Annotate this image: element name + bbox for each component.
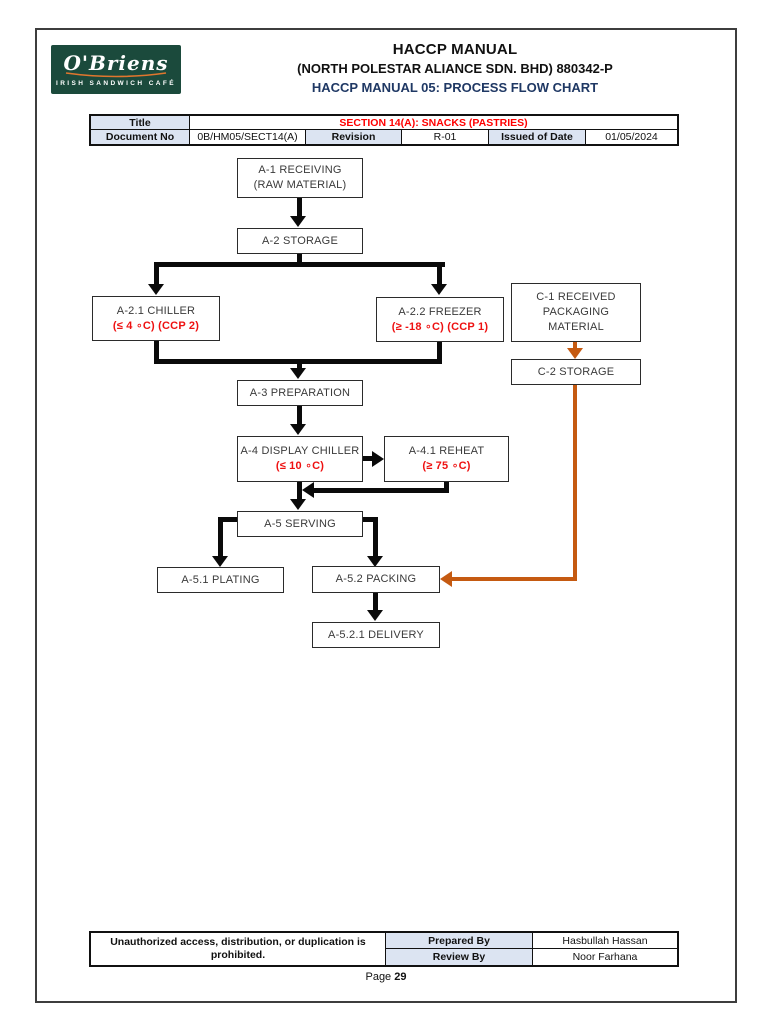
node-a52-packing: A-5.2 PACKING: [312, 566, 440, 593]
flow-line: [437, 342, 442, 364]
node-a3-preparation: A-3 PREPARATION: [237, 380, 363, 406]
review-by-label-cell: Review By: [386, 949, 533, 965]
header-block: HACCP MANUAL (NORTH POLESTAR ALIANCE SDN…: [190, 41, 720, 95]
node-a4-display-chiller: A-4 DISPLAY CHILLER (≤ 10 ∘C): [237, 436, 363, 482]
issued-date-label-cell: Issued of Date: [489, 130, 586, 144]
page-label: Page: [365, 971, 392, 983]
node-label: C-1 RECEIVED: [536, 291, 616, 303]
node-label: MATERIAL: [548, 321, 604, 333]
arrow-down-icon: [367, 556, 383, 567]
document-no-value-cell: 0B/HM05/SECT14(A): [190, 130, 306, 144]
logo-tagline: IRISH SANDWICH CAFÉ: [56, 80, 176, 87]
arrow-down-icon: [212, 556, 228, 567]
node-a21-chiller: A-2.1 CHILLER (≤ 4 ∘C) (CCP 2): [92, 296, 220, 341]
node-label: A-5.2 PACKING: [335, 573, 417, 585]
issued-date-value-cell: 01/05/2024: [605, 131, 658, 143]
arrow-down-icon: [148, 284, 164, 295]
table-row: Title SECTION 14(A): SNACKS (PASTRIES): [91, 116, 677, 130]
node-label: A-5 SERVING: [264, 517, 336, 530]
node-label: A-2.2 FREEZER: [398, 305, 482, 318]
flow-line: [154, 262, 159, 284]
node-a41-reheat: A-4.1 REHEAT (≥ 75 ∘C): [384, 436, 509, 482]
manual-title: HACCP MANUAL: [392, 41, 518, 58]
arrow-down-icon: [431, 284, 447, 295]
arrow-down-icon: [567, 348, 583, 359]
page-number-value: 29: [394, 971, 407, 983]
arrow-down-icon: [290, 216, 306, 227]
logo-swash-icon: [65, 72, 167, 78]
flow-line: [297, 406, 302, 425]
arrow-down-icon: [367, 610, 383, 621]
page-border: [35, 28, 737, 1003]
section-title-cell: SECTION 14(A): SNACKS (PASTRIES): [339, 116, 528, 129]
arrow-left-icon: [302, 482, 314, 498]
node-c2-storage: C-2 STORAGE: [511, 359, 641, 385]
node-a51-plating: A-5.1 PLATING: [157, 567, 284, 593]
revision-label-cell: Revision: [306, 130, 402, 144]
flow-line: [297, 254, 302, 267]
node-c1-received-packaging: C-1 RECEIVED PACKAGING MATERIAL: [511, 283, 641, 342]
confidentiality-notice: Unauthorized access, distribution, or du…: [91, 933, 386, 965]
node-label: (RAW MATERIAL): [253, 179, 347, 191]
packaging-flow-line: [573, 385, 577, 581]
node-a2-storage: A-2 STORAGE: [237, 228, 363, 254]
chapter-title: HACCP MANUAL 05: PROCESS FLOW CHART: [311, 80, 599, 95]
node-label: A-4.1 REHEAT: [408, 445, 485, 457]
flow-line: [373, 517, 378, 556]
prepared-by-value-cell: Hasbullah Hassan: [562, 934, 648, 947]
node-label: A-3 PREPARATION: [249, 386, 351, 399]
review-by-value-cell: Noor Farhana: [572, 951, 638, 963]
node-label: C-2 STORAGE: [537, 365, 615, 378]
flow-line: [218, 517, 223, 556]
node-label: A-2 STORAGE: [262, 234, 338, 247]
node-label: A-4 DISPLAY CHILLER: [240, 445, 360, 457]
arrow-down-icon: [290, 424, 306, 435]
flow-line: [154, 341, 159, 364]
prepared-by-label-cell: Prepared By: [386, 933, 533, 948]
node-label: A-1 RECEIVING: [258, 164, 342, 176]
company-line: (NORTH POLESTAR ALIANCE SDN. BHD) 880342…: [297, 61, 613, 76]
node-label: A-5.2.1 DELIVERY: [328, 628, 424, 641]
table-row: Prepared By Hasbullah Hassan: [386, 933, 677, 949]
arrow-down-icon: [290, 499, 306, 510]
footer-table: Unauthorized access, distribution, or du…: [89, 931, 679, 967]
arrow-down-icon: [290, 368, 306, 379]
revision-value-cell: R-01: [402, 130, 489, 144]
page-number: Page 29: [35, 971, 737, 983]
arrow-right-icon: [372, 451, 384, 467]
arrow-left-icon: [440, 571, 452, 587]
node-a521-delivery: A-5.2.1 DELIVERY: [312, 622, 440, 648]
flow-line: [363, 456, 373, 461]
document-info-table: Title SECTION 14(A): SNACKS (PASTRIES) D…: [89, 114, 679, 146]
packaging-flow-line: [573, 342, 577, 349]
ccp-label: (≤ 4 ∘C) (CCP 2): [112, 319, 200, 332]
flow-line: [444, 482, 449, 493]
flow-line: [363, 517, 378, 522]
node-a5-serving: A-5 SERVING: [237, 511, 363, 537]
flow-line: [437, 262, 442, 284]
ccp-label: (≤ 10 ∘C): [275, 460, 325, 472]
ccp-label: (≥ -18 ∘C) (CCP 1): [391, 320, 489, 333]
flow-line: [297, 482, 302, 500]
node-a1-receiving: A-1 RECEIVING (RAW MATERIAL): [237, 158, 363, 198]
flow-line: [313, 488, 449, 493]
flow-line: [154, 262, 445, 267]
logo-brand-script: O'Briens: [63, 51, 169, 75]
node-label: A-5.1 PLATING: [181, 573, 260, 586]
obriens-logo: O'Briens IRISH SANDWICH CAFÉ: [51, 45, 181, 94]
flow-line: [297, 198, 302, 218]
table-row: Review By Noor Farhana: [386, 949, 677, 965]
ccp-label: (≥ 75 ∘C): [422, 460, 471, 472]
node-label: PACKAGING: [542, 306, 610, 318]
packaging-flow-line: [451, 577, 577, 581]
title-label-cell: Title: [91, 116, 190, 129]
table-row: Document No 0B/HM05/SECT14(A) Revision R…: [91, 130, 677, 144]
node-a22-freezer: A-2.2 FREEZER (≥ -18 ∘C) (CCP 1): [376, 297, 504, 342]
flow-line: [373, 593, 378, 611]
signoff-block: Prepared By Hasbullah Hassan Review By N…: [386, 933, 677, 965]
node-label: A-2.1 CHILLER: [116, 304, 196, 317]
flow-line: [297, 359, 302, 369]
flow-line: [218, 517, 237, 522]
document-no-label-cell: Document No: [91, 130, 190, 144]
